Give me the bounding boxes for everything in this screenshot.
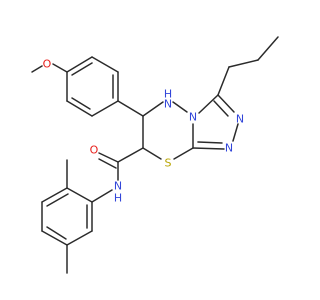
- amide-hydrogen-label: H: [114, 192, 122, 205]
- bond-propyl-3: [257, 36, 279, 61]
- bond-methyl-o: [31, 65, 43, 73]
- bond-propyl-2: [228, 59, 259, 68]
- molecule-diagram: O H N N N N S O N H: [31, 36, 279, 274]
- sulfur-label: S: [165, 157, 172, 170]
- bond-c8a-s: [173, 147, 194, 160]
- bond-dm5: [66, 230, 93, 246]
- bond-carbonyl-o-double: [98, 158, 117, 169]
- bond-ar5: [66, 100, 93, 117]
- ring-nh-label: H: [164, 88, 172, 101]
- bond-o-aryl: [52, 63, 68, 73]
- ring-nh-nitrogen-label: N: [164, 98, 172, 111]
- bond-ar1: [66, 56, 93, 73]
- bond-n5-n4: [172, 101, 188, 113]
- bond-ar-double-a: [71, 62, 93, 76]
- bond-s-c7: [142, 147, 162, 160]
- triazole-upper-nitrogen-label: N: [236, 113, 244, 126]
- bond-c7-carbonyl: [117, 147, 144, 163]
- bond-dm-double-a: [46, 193, 69, 207]
- bond-ar4: [91, 100, 119, 117]
- bridge-nitrogen-label: N: [189, 111, 197, 124]
- molecule-structure: O H N N N N S O N H: [31, 36, 279, 274]
- bond-aryl-c6: [117, 100, 144, 117]
- bond-n2-n1: [232, 123, 239, 142]
- bond-ar2: [91, 56, 119, 73]
- bond-carbonyl-o: [98, 152, 119, 163]
- bond-dm-double-b: [46, 226, 67, 240]
- bond-n4-c3: [198, 94, 219, 114]
- bond-c3-n2: [217, 94, 235, 113]
- methoxy-oxygen-label: O: [43, 58, 52, 71]
- bond-dm4: [41, 230, 68, 246]
- bond-ar-double-c: [71, 97, 91, 110]
- bond-n-aryl: [91, 189, 113, 203]
- bond-c3-n2-double: [213, 100, 229, 117]
- bond-dm2: [41, 187, 68, 203]
- bond-dm1: [66, 187, 93, 203]
- bond-c6-n5: [142, 101, 164, 117]
- bond-n1-c8a-double: [197, 141, 223, 144]
- amide-nitrogen-label: N: [114, 180, 122, 193]
- bond-propyl-1: [217, 66, 230, 96]
- amide-oxygen-label: O: [90, 144, 99, 157]
- triazole-lower-nitrogen-label: N: [225, 142, 233, 155]
- bond-n1-c8a: [192, 147, 225, 150]
